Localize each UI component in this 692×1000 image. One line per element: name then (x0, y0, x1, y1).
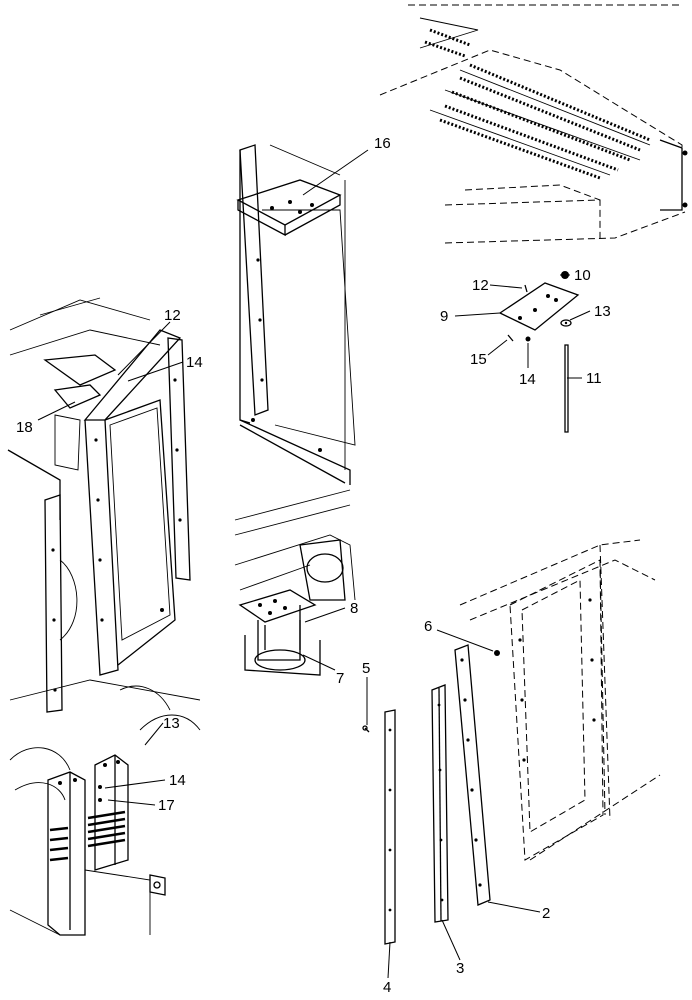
part-12-bolt (524, 284, 528, 293)
callout-16: 16 (374, 135, 391, 152)
callout-8: 8 (350, 600, 358, 617)
callout-17: 17 (158, 797, 175, 814)
callout-14: 14 (169, 772, 186, 789)
door-frame-center (234, 144, 356, 536)
callout-10: 10 (574, 267, 591, 284)
callout-12: 12 (472, 277, 489, 294)
part-13-washer (560, 319, 572, 327)
callout-13: 13 (163, 715, 180, 732)
door-frame-right (459, 539, 661, 861)
part-15-bolt (507, 334, 514, 342)
leader-lines (37, 149, 591, 979)
callout-14: 14 (186, 354, 203, 371)
part-11-rod (564, 344, 569, 433)
sieve-slats (424, 28, 651, 180)
callout-2: 2 (542, 905, 550, 922)
callout-5: 5 (362, 660, 370, 677)
part-17-slotted-plate (49, 810, 126, 862)
support-post (234, 534, 356, 676)
part-14-nut (525, 336, 531, 342)
callout-14: 14 (519, 371, 536, 388)
callout-9: 9 (440, 308, 448, 325)
part-6-nut (494, 650, 500, 656)
callout-11: 11 (586, 370, 602, 387)
left-assembly (7, 297, 201, 801)
callout-7: 7 (336, 670, 344, 687)
callout-13: 13 (594, 303, 611, 320)
part-3-angle (431, 684, 449, 923)
part-5-bolt (362, 725, 370, 733)
part-9-plate (498, 282, 580, 331)
callout-18: 18 (16, 419, 33, 436)
callout-4: 4 (383, 979, 391, 996)
callout-6: 6 (424, 618, 432, 635)
callout-labels: 16 12 10 9 13 15 14 11 12 14 18 8 7 5 6 … (16, 135, 611, 996)
callout-15: 15 (470, 351, 487, 368)
callout-3: 3 (456, 960, 464, 977)
lower-left-posts (9, 754, 166, 936)
sieve-assembly (379, 4, 688, 244)
callout-12: 12 (164, 307, 181, 324)
part-4-strip (384, 709, 396, 945)
part-2-strip (454, 644, 491, 906)
